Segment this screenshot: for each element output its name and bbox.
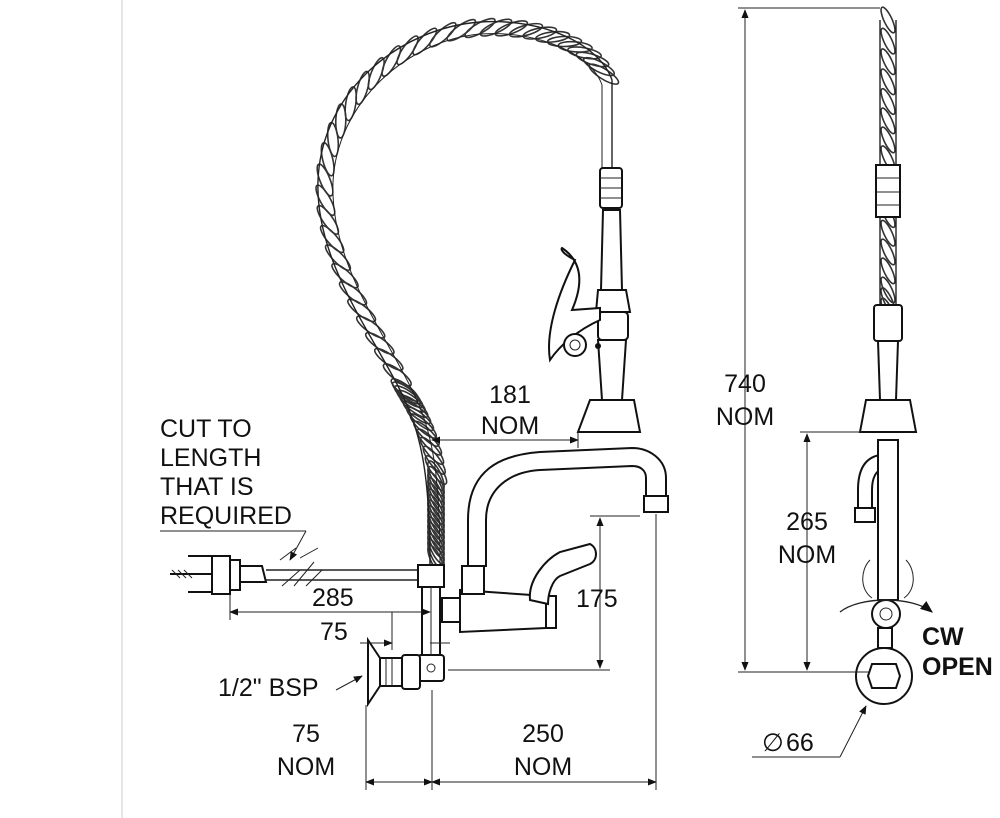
spring-coil-loop bbox=[880, 68, 896, 96]
wall-bracket bbox=[170, 547, 420, 595]
spring-coil-loop bbox=[422, 445, 446, 475]
spring-coil-loop bbox=[446, 18, 477, 42]
swing-spout bbox=[441, 446, 669, 634]
flexible-hose bbox=[317, 20, 613, 566]
dimension-75-lower-value: 75 bbox=[292, 720, 320, 748]
dimension-181-value: 181 bbox=[489, 381, 531, 409]
dimension-285 bbox=[229, 595, 431, 620]
spring-coil-loop bbox=[588, 63, 620, 85]
spring-coil-loop bbox=[464, 17, 496, 39]
dimension-75-upper bbox=[360, 612, 450, 650]
dimension-75-lower bbox=[365, 690, 433, 790]
spring-coil-loop bbox=[880, 48, 896, 76]
dimension-265-value: 265 bbox=[786, 508, 828, 536]
bsp-label: 1/2" BSP bbox=[218, 674, 319, 702]
cut-to-length-line-4: REQUIRED bbox=[160, 502, 292, 530]
dimension-250 bbox=[431, 514, 657, 790]
spring-coil-loop bbox=[355, 70, 371, 106]
dimension-740 bbox=[738, 7, 880, 673]
spray-gun bbox=[548, 167, 642, 433]
spring-coil-loop bbox=[412, 27, 438, 56]
dimension-265-nom: NOM bbox=[778, 541, 836, 569]
spring-coil-vertical bbox=[427, 460, 445, 576]
spring-coil-arc bbox=[315, 17, 620, 485]
spring-coil-loop bbox=[479, 18, 513, 37]
dimension-250-value: 250 bbox=[522, 720, 564, 748]
cut-to-length-line-3: THAT IS bbox=[160, 473, 254, 501]
spring-coil-loop bbox=[880, 107, 896, 135]
open-label: OPEN bbox=[922, 653, 993, 681]
spring-coil-loop bbox=[880, 87, 896, 116]
diameter-symbol: ∅ bbox=[762, 729, 784, 757]
spring-coil-loop bbox=[428, 21, 457, 48]
spring-coil-loop bbox=[880, 219, 896, 247]
dimension-285-value: 285 bbox=[312, 584, 354, 612]
cut-to-length-line-1: CUT TO bbox=[160, 415, 252, 443]
diameter-leader bbox=[839, 705, 867, 758]
spring-coil-loop bbox=[315, 184, 336, 217]
spring-coil-loop bbox=[880, 126, 896, 154]
spring-coil-loop bbox=[381, 45, 402, 78]
dimension-75-upper-value: 75 bbox=[320, 618, 348, 646]
diameter-value: 66 bbox=[786, 729, 814, 757]
spring-coil-loop bbox=[508, 22, 544, 38]
bsp-leader bbox=[335, 675, 363, 691]
dimension-75-lower-nom: NOM bbox=[277, 753, 335, 781]
cut-to-length-line-2: LENGTH bbox=[160, 444, 261, 472]
dimension-250-nom: NOM bbox=[514, 753, 572, 781]
spring-coil-loop bbox=[427, 465, 445, 497]
spring-coil-loop bbox=[880, 6, 896, 34]
dimension-181-nom: NOM bbox=[481, 412, 539, 440]
spring-coil-loop bbox=[880, 27, 896, 55]
side-spray-head bbox=[858, 164, 918, 433]
dimension-740-value: 740 bbox=[724, 370, 766, 398]
inlet-valve bbox=[367, 636, 421, 708]
spring-coil-loop bbox=[880, 257, 896, 285]
dimension-175 bbox=[448, 515, 640, 671]
dimension-740-nom: NOM bbox=[716, 403, 774, 431]
flexible-hose-inner bbox=[332, 33, 603, 566]
side-view: 740 NOM 265 NOM CW OPEN ∅ 66 bbox=[716, 6, 993, 758]
spring-coil-loop bbox=[367, 56, 385, 91]
spring-coil-loop bbox=[494, 20, 529, 37]
cw-label: CW bbox=[922, 623, 964, 651]
spring-coil-loop bbox=[319, 224, 345, 254]
spring-coil-loop bbox=[880, 238, 896, 266]
spring-coil-loop bbox=[316, 163, 334, 197]
dimension-181 bbox=[431, 432, 579, 448]
dimension-175-value: 175 bbox=[576, 585, 618, 613]
spring-coil-loop bbox=[427, 460, 445, 492]
spring-coil-loop bbox=[316, 204, 340, 235]
spring-coil-loop bbox=[419, 436, 445, 466]
riser-pipe bbox=[417, 564, 445, 682]
side-spout bbox=[839, 439, 933, 705]
cut-to-length-leader bbox=[289, 530, 307, 561]
dimension-265 bbox=[800, 431, 862, 671]
front-view: 181 NOM 285 75 175 75 NOM bbox=[160, 17, 669, 790]
spring-coil-loop bbox=[396, 35, 419, 66]
